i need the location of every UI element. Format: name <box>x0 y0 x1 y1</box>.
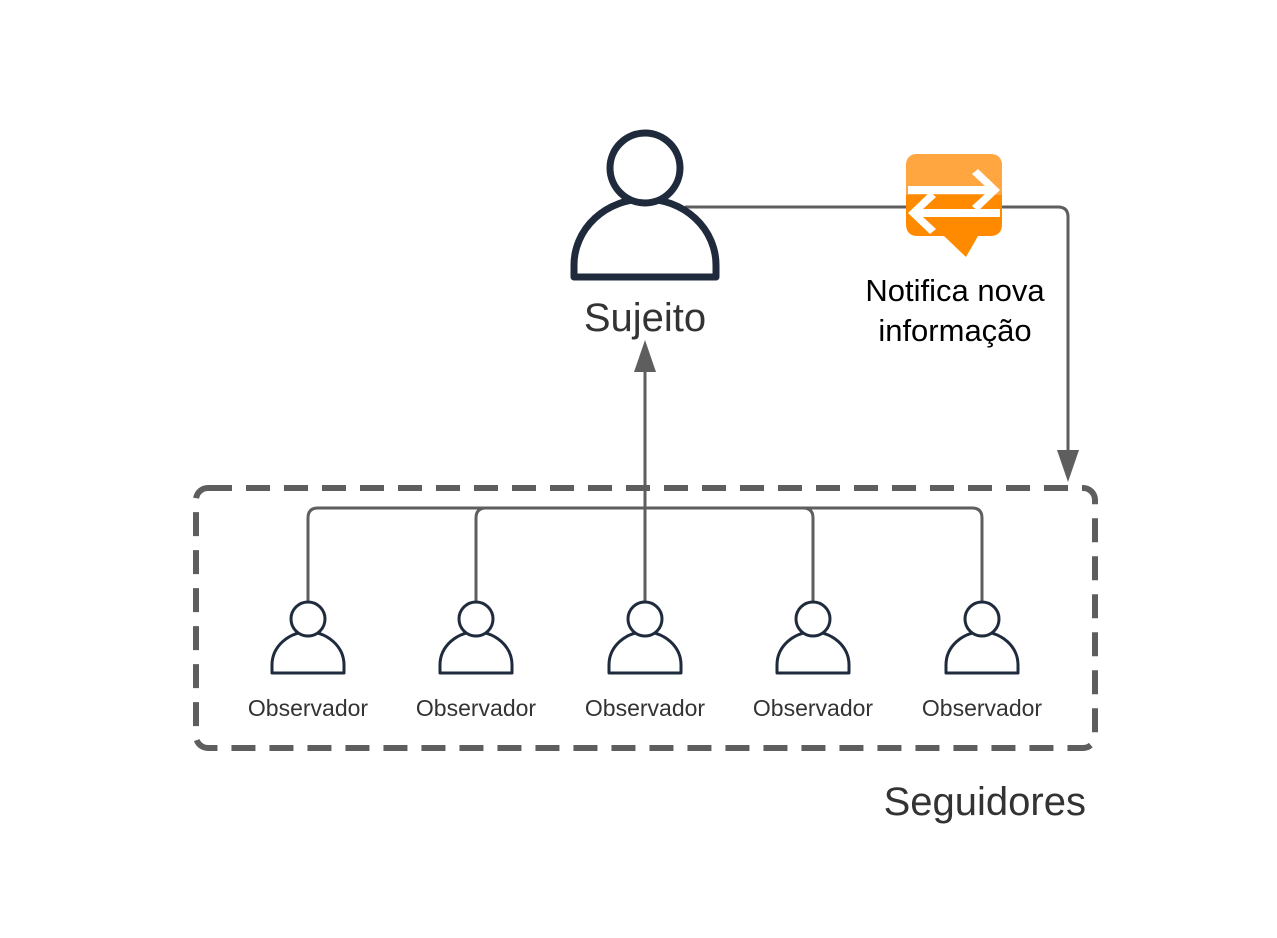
observer-4: Observador <box>753 600 874 721</box>
notification-label-line-2: informação <box>878 313 1031 348</box>
observer-user-icon <box>944 600 1020 675</box>
observer-label: Observador <box>585 695 706 721</box>
observer-label: Observador <box>753 695 874 721</box>
notification-label-line-1: Notifica nova <box>865 273 1045 308</box>
observer-user-icon <box>438 600 514 675</box>
observer-5: Observador <box>922 600 1043 721</box>
observer-label: Observador <box>416 695 537 721</box>
observer-user-icon <box>775 600 851 675</box>
observer-2: Observador <box>416 600 537 721</box>
observer-label: Observador <box>248 695 369 721</box>
observer-1: Observador <box>248 600 369 721</box>
notification-to-followers-line <box>1000 205 1070 455</box>
observer-label: Observador <box>922 695 1043 721</box>
notification-arrow-head <box>1057 450 1079 482</box>
subject-user-icon <box>570 129 720 281</box>
observer-3: Observador <box>585 600 706 721</box>
observer-user-icon <box>270 600 346 675</box>
subject-label: Sujeito <box>584 296 706 340</box>
observer-user-icon <box>607 600 683 675</box>
register-arrow-head <box>634 340 656 372</box>
followers-group-label: Seguidores <box>884 780 1086 824</box>
exchange-message-icon <box>906 154 1002 257</box>
